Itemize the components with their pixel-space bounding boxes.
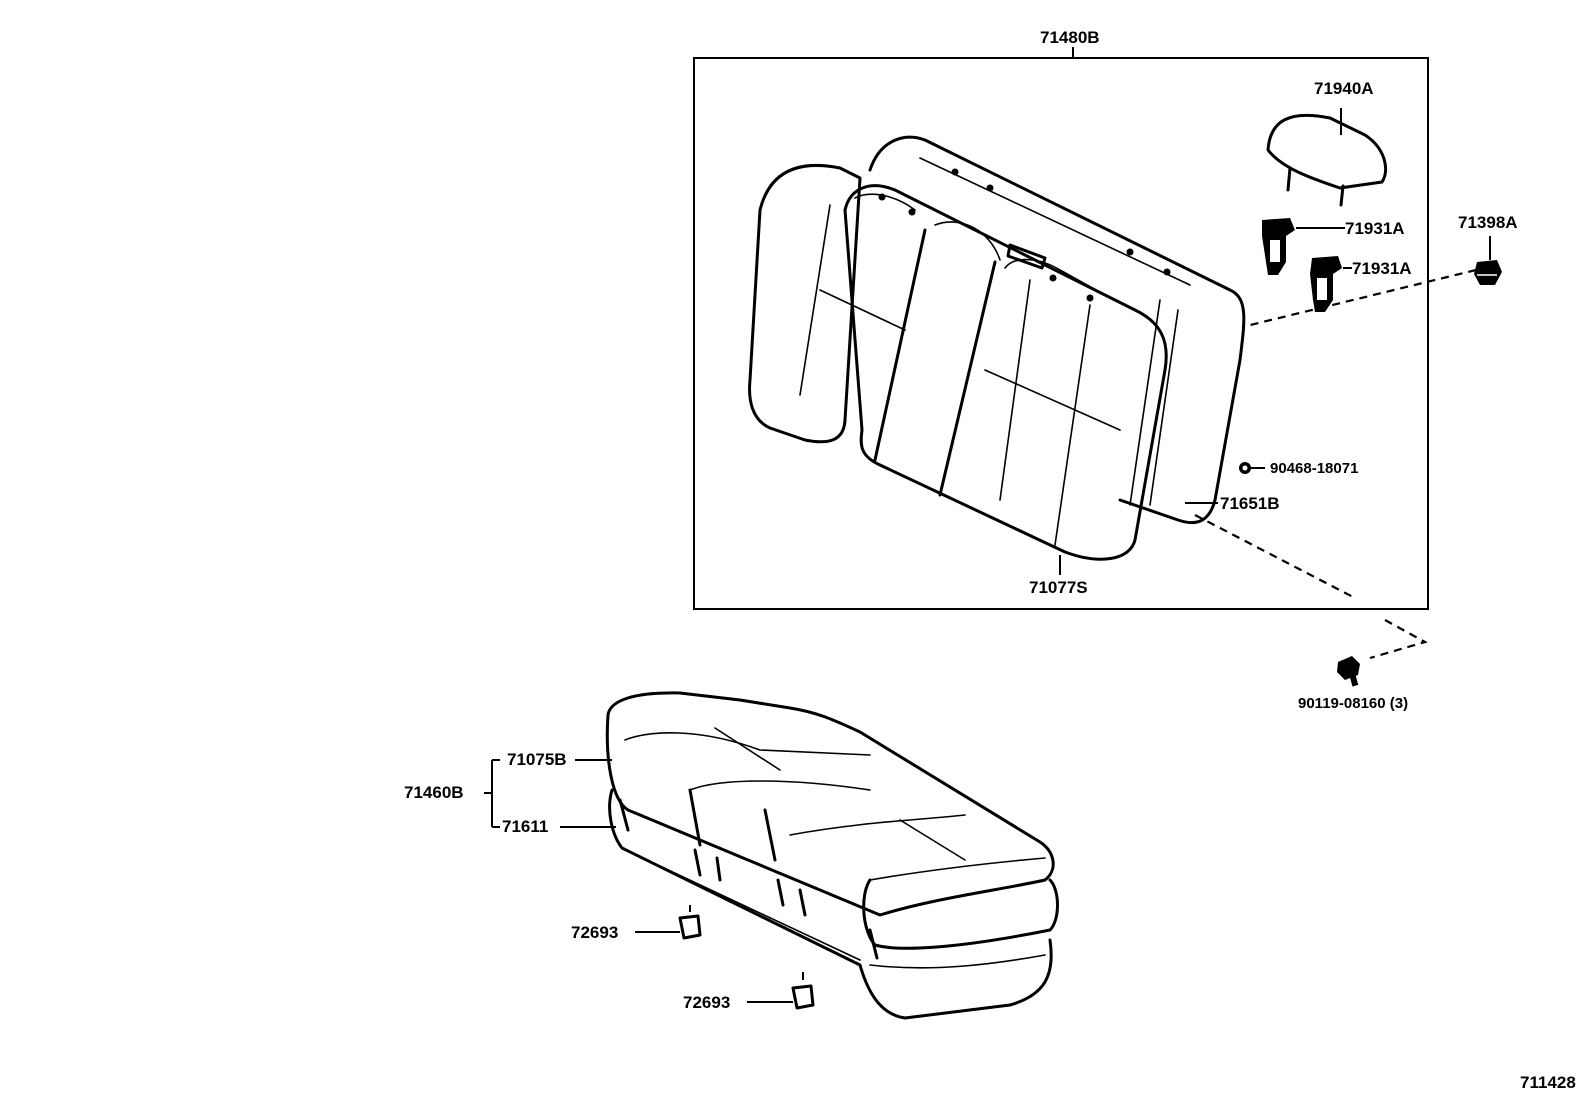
bolt-icon xyxy=(1337,656,1360,687)
cushion-cover-label: 71075B xyxy=(507,750,567,769)
diagram-id: 711428 xyxy=(1520,1073,1576,1092)
bolt-label: 90119-08160 (3) xyxy=(1298,695,1408,712)
clip-top-icon xyxy=(1474,260,1502,285)
seatback-frame-label: 71651B xyxy=(1220,494,1280,513)
hook-1-icon xyxy=(678,905,702,940)
clip-top-label: 71398A xyxy=(1458,213,1518,232)
headrest-support-1-label: 71931A xyxy=(1345,219,1405,238)
headrest-label: 71940A xyxy=(1314,79,1374,98)
hook-2-icon xyxy=(791,972,815,1010)
headrest-support-1-icon xyxy=(1262,218,1295,275)
headrest-support-2-icon xyxy=(1310,256,1342,312)
seatback-illustration xyxy=(748,135,1246,561)
headrest-icon xyxy=(1266,113,1388,207)
headrest-support-2-label: 71931A xyxy=(1352,259,1412,278)
cushion-illustration xyxy=(605,691,1059,1020)
clip-small-icon xyxy=(1239,462,1251,474)
cushion-assembly-label: 71460B xyxy=(404,783,464,802)
hook-2-label: 72693 xyxy=(683,993,730,1012)
seatback-assembly-label: 71480B xyxy=(1040,28,1100,47)
bolt-dash xyxy=(1369,619,1428,660)
seatback-cover-label: 71077S xyxy=(1029,578,1088,597)
cushion-pad-label: 71611 xyxy=(502,817,548,836)
clip-top-dash xyxy=(1241,268,1477,329)
hook-1-label: 72693 xyxy=(571,923,618,942)
seatback-group-box xyxy=(693,57,1429,610)
seatback-frame-dash xyxy=(1194,514,1356,599)
clip-small-label: 90468-18071 xyxy=(1270,460,1358,477)
cushion-group-bracket xyxy=(484,759,500,828)
